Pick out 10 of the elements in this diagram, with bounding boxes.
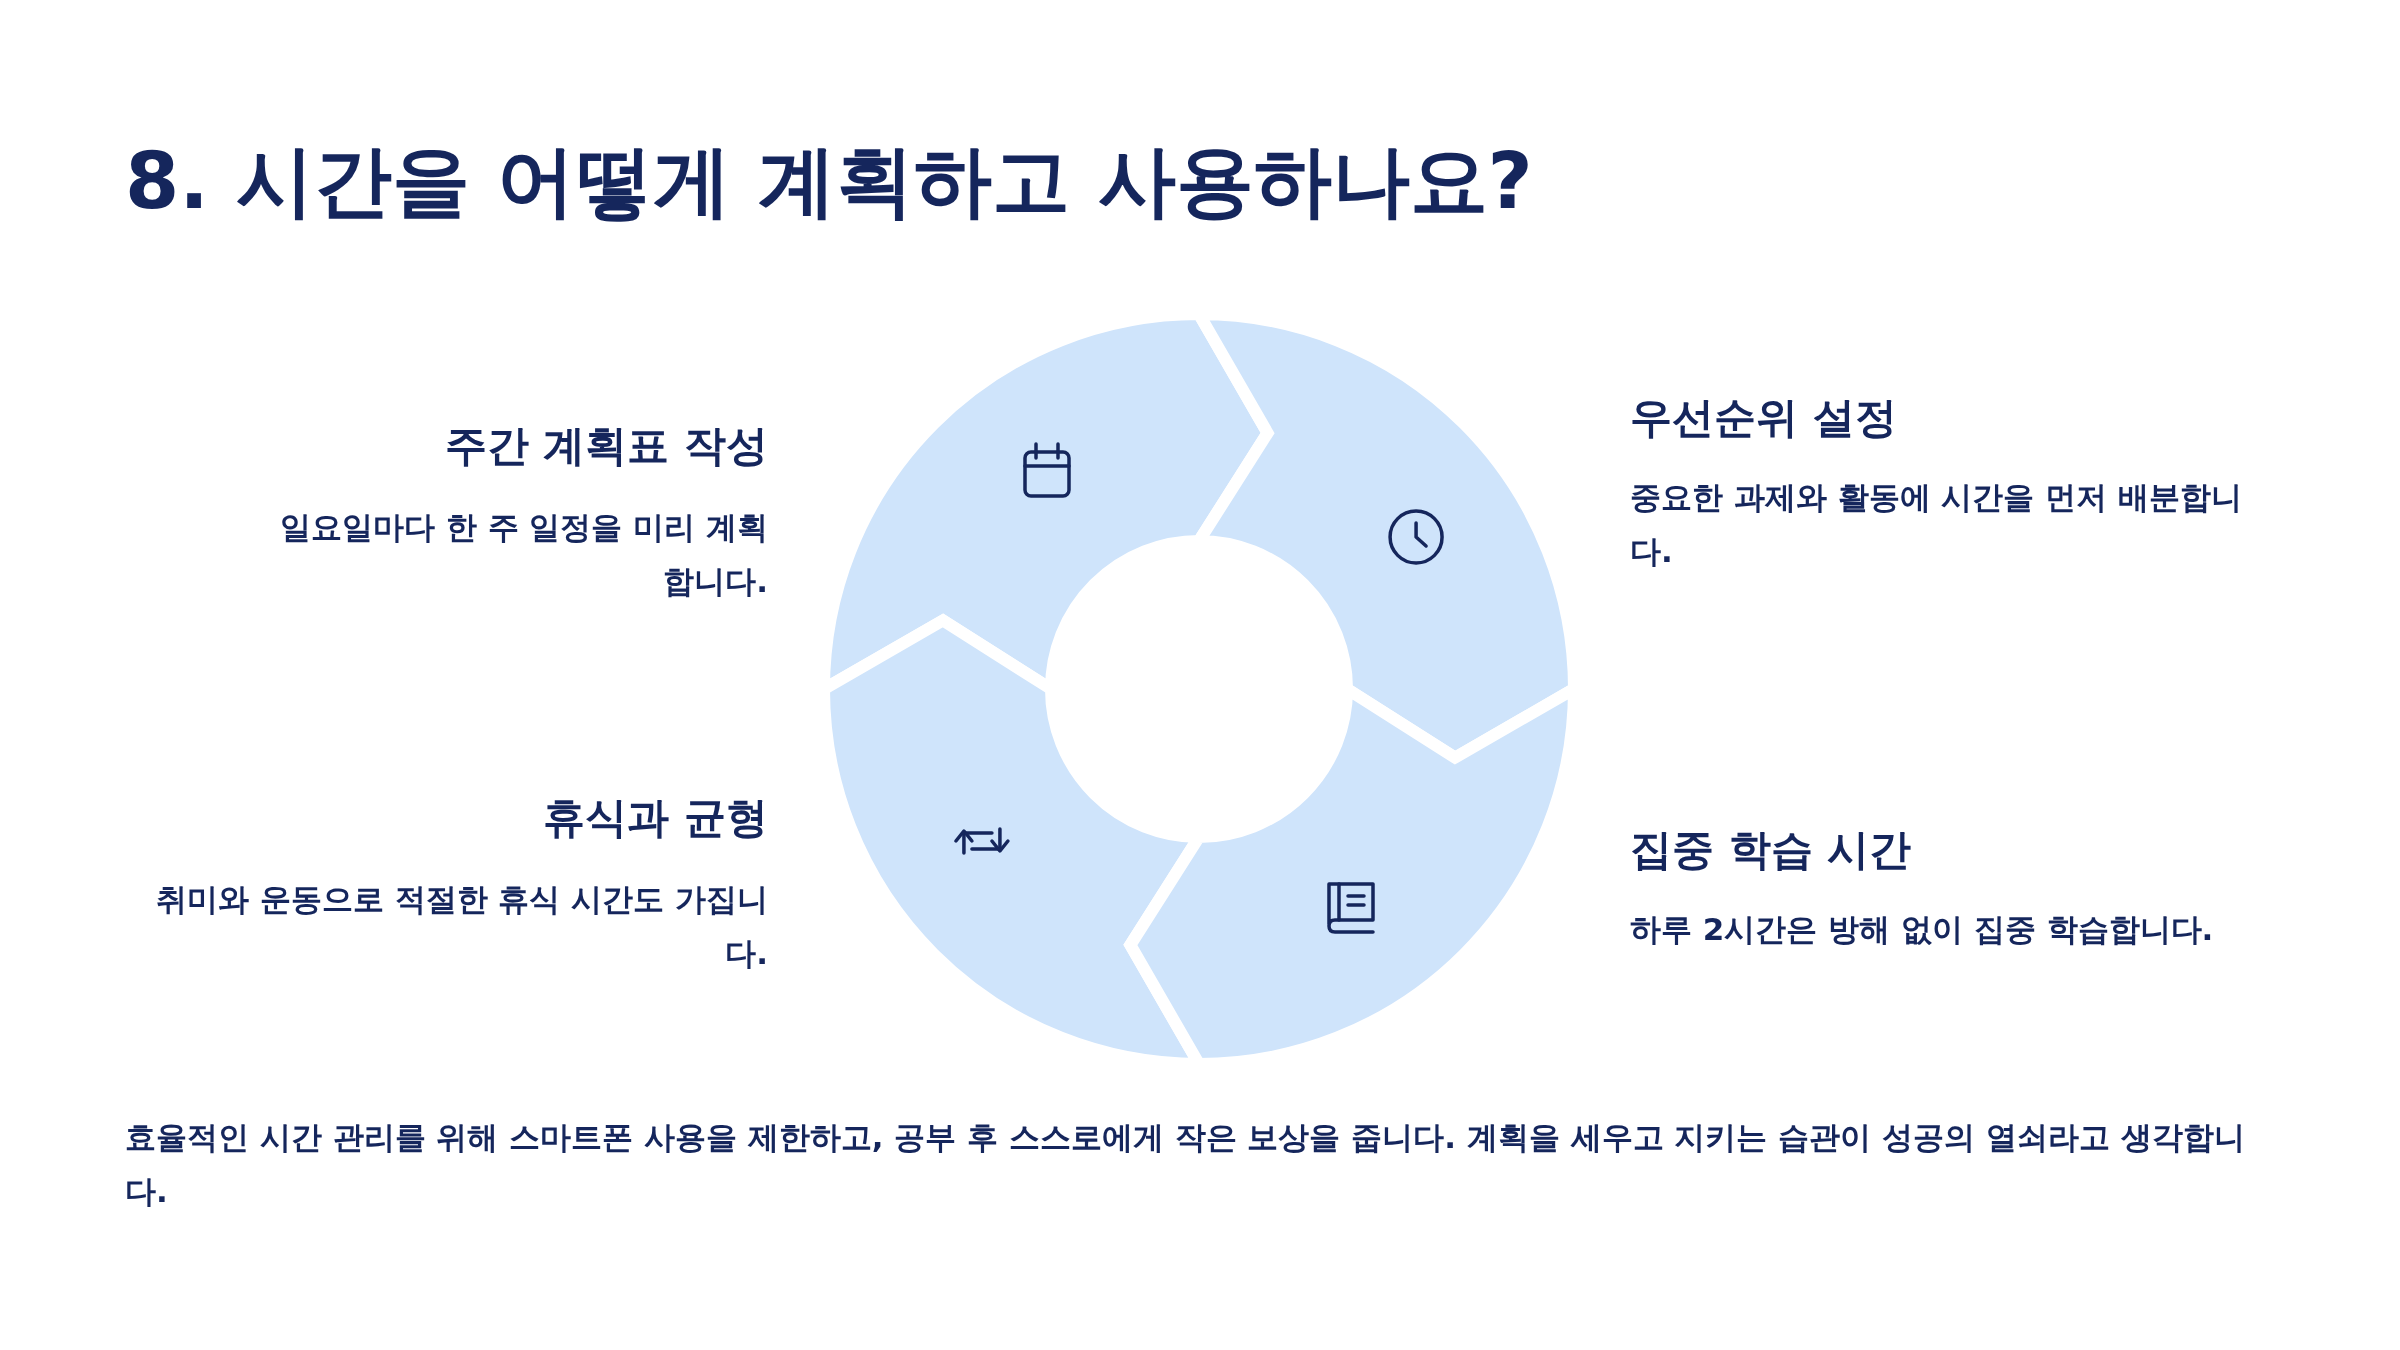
step-heading: 우선순위 설정 — [1630, 392, 1898, 444]
page-title: 8. 시간을 어떻게 계획하고 사용하나요? — [125, 135, 1533, 228]
step-description: 일요일마다 한 주 일정을 미리 계획합니다. — [279, 508, 768, 602]
step-description: 하루 2시간은 방해 없이 집중 학습합니다. — [1630, 910, 2215, 949]
summary-paragraph: 효율적인 시간 관리를 위해 스마트폰 사용을 제한하고, 공부 후 스스로에게 작은 보상을 줍니다. 계획을 세우고 지키는 습관이 성공의 열쇠라고 생각합니다. — [125, 1118, 2246, 1212]
step-description: 중요한 과제와 활동에 시간을 먼저 배분합니다. — [1630, 478, 2243, 572]
step-heading: 주간 계획표 작성 — [443, 420, 768, 472]
step-heading: 집중 학습 시간 — [1630, 824, 1913, 876]
step-heading: 휴식과 균형 — [542, 792, 768, 844]
step-description: 취미와 운동으로 적절한 휴식 시간도 가집니다. — [155, 880, 768, 974]
